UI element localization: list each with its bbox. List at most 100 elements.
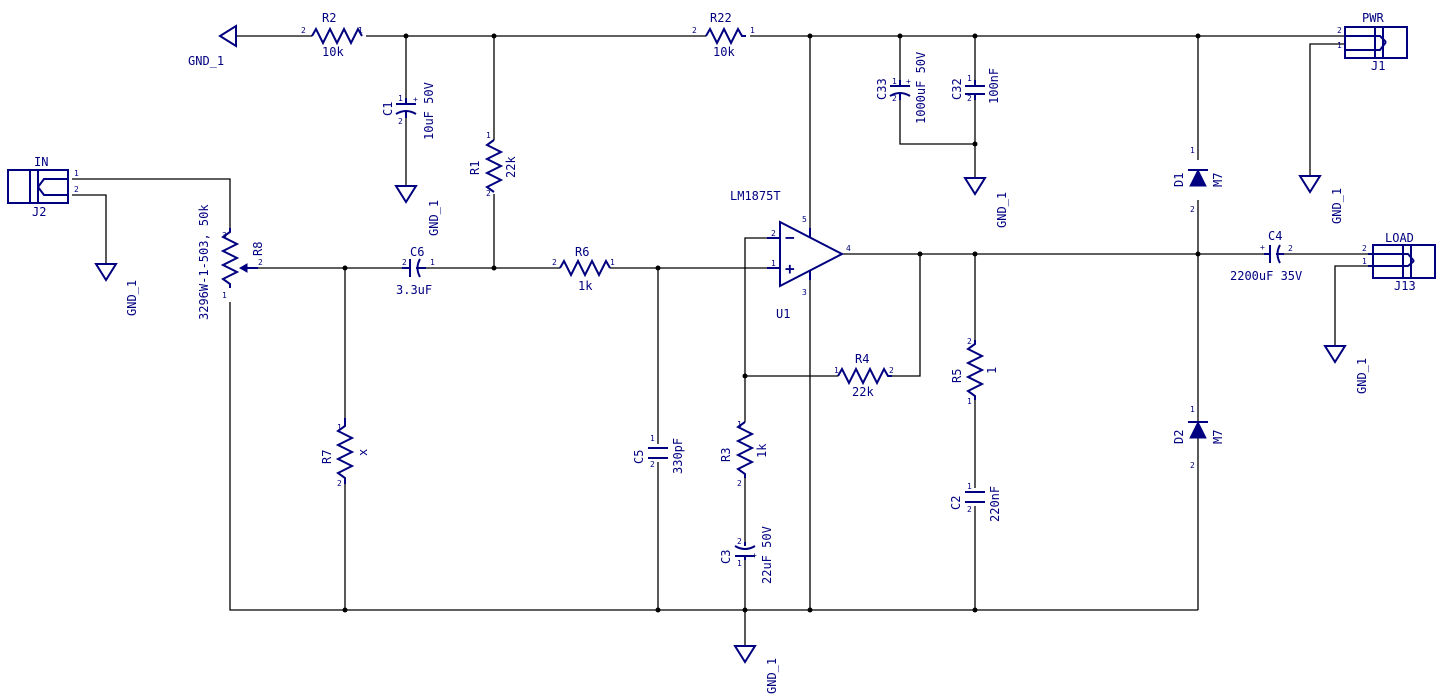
connector-j13: LOAD J13 2 1 [1362, 231, 1436, 293]
ground-symbol: GND_1 [394, 185, 441, 236]
capacitor-ref: C32 [950, 78, 964, 100]
resistor-r6: R6 1k 2 1 [552, 245, 615, 293]
capacitor-ref: C4 [1268, 229, 1282, 243]
resistor-value: 10k [713, 45, 735, 59]
ground-label: GND_1 [995, 192, 1009, 228]
ground-label: GND_1 [1330, 188, 1344, 224]
svg-text:2: 2 [1288, 244, 1293, 253]
svg-text:2: 2 [301, 26, 306, 35]
resistor-r4: R4 22k 1 2 [834, 352, 894, 399]
resistor-value: 1k [578, 279, 593, 293]
resistor-value: 1 [985, 367, 999, 374]
resistor-value: 1k [755, 443, 769, 458]
capacitor-value: 2200uF 35V [1230, 269, 1302, 283]
resistor-r5: R5 1 2 1 [950, 337, 999, 406]
resistor-value: 10k [322, 45, 344, 59]
svg-text:1: 1 [337, 423, 342, 432]
svg-text:1: 1 [398, 94, 403, 103]
capacitor-c32: C32 100nF 1 2 [950, 68, 1001, 104]
connector-ref: J2 [32, 205, 46, 219]
svg-text:1: 1 [358, 26, 363, 35]
resistor-ref: R4 [855, 352, 869, 366]
svg-text:2: 2 [889, 366, 894, 375]
svg-text:1: 1 [750, 26, 755, 35]
opamp-ref: U1 [776, 307, 790, 321]
junction-dots [342, 33, 1201, 613]
svg-text:2: 2 [258, 258, 263, 267]
inverting-symbol: − [785, 228, 795, 247]
capacitor-value: 22uF 50V [760, 526, 774, 584]
capacitor-ref: C1 [381, 102, 395, 116]
resistor-ref: R7 [320, 450, 334, 464]
svg-text:2: 2 [967, 94, 972, 103]
potentiometer-value: 3296W-1-503, 50k [197, 204, 211, 320]
capacitor-value: 1000uF 50V [914, 52, 928, 124]
capacitor-c5: C5 330pF 1 2 [632, 434, 685, 474]
ground-label: GND_1 [427, 200, 441, 236]
svg-text:1: 1 [737, 420, 742, 429]
svg-text:2: 2 [771, 229, 776, 238]
svg-text:1: 1 [1190, 405, 1195, 414]
resistor-ref: R5 [950, 369, 964, 383]
svg-text:2: 2 [486, 189, 491, 198]
svg-text:1: 1 [737, 559, 742, 568]
svg-text:2: 2 [337, 479, 342, 488]
svg-text:1: 1 [967, 397, 972, 406]
capacitor-c3: C3 22uF 50V + 2 1 [719, 526, 774, 584]
ground-label: GND_1 [1355, 358, 1369, 394]
svg-text:1: 1 [1337, 41, 1342, 50]
capacitor-ref: C6 [410, 245, 424, 259]
svg-text:2: 2 [74, 185, 79, 194]
resistor-ref: R3 [719, 448, 733, 462]
opamp-u1: − + LM1875T U1 2 1 4 5 3 [730, 189, 851, 321]
svg-text:1: 1 [430, 258, 435, 267]
diode-d2: D2 M7 1 2 [1172, 405, 1225, 470]
svg-text:1: 1 [834, 366, 839, 375]
svg-text:4: 4 [846, 244, 851, 253]
connector-name: PWR [1362, 11, 1384, 25]
ground-symbol: GND_1 [733, 645, 779, 694]
potentiometer-r8: R8 3296W-1-503, 50k 3 2 1 [197, 204, 265, 320]
ground-symbol: GND_1 [188, 24, 237, 68]
resistor-ref: R6 [575, 245, 589, 259]
svg-text:1: 1 [967, 482, 972, 491]
capacitor-value: 220nF [988, 486, 1002, 522]
svg-text:2: 2 [892, 94, 897, 103]
resistor-ref: R2 [322, 11, 336, 25]
resistor-value: 22k [504, 156, 518, 178]
capacitor-value: 100nF [987, 68, 1001, 104]
capacitor-ref: C5 [632, 450, 646, 464]
svg-text:2: 2 [737, 479, 742, 488]
resistor-ref: R22 [710, 11, 732, 25]
ground-symbol: GND_1 [1298, 175, 1344, 224]
connector-j2: IN J2 1 2 [7, 155, 79, 219]
svg-text:2: 2 [967, 337, 972, 346]
svg-text:+: + [413, 95, 418, 104]
svg-text:+: + [906, 77, 911, 86]
svg-text:2: 2 [737, 537, 742, 546]
svg-text:1: 1 [1362, 257, 1367, 266]
svg-text:1: 1 [967, 74, 972, 83]
connector-name: IN [34, 155, 48, 169]
connector-ref: J1 [1371, 59, 1385, 73]
capacitor-c33: C33 1000uF 50V + 1 2 [875, 52, 928, 124]
svg-text:1: 1 [771, 259, 776, 268]
capacitor-ref: C3 [719, 550, 733, 564]
resistor-value: 22k [852, 385, 874, 399]
ground-label: GND_1 [765, 658, 779, 694]
svg-text:2: 2 [402, 258, 407, 267]
svg-text:2: 2 [1362, 244, 1367, 253]
svg-text:1: 1 [222, 291, 227, 300]
noninverting-symbol: + [785, 259, 795, 278]
svg-text:1: 1 [610, 258, 615, 267]
svg-text:+: + [752, 551, 757, 560]
resistor-r3: R3 1k 1 2 [719, 420, 769, 488]
wires [72, 35, 1368, 646]
ground-label: GND_1 [125, 280, 139, 316]
svg-text:5: 5 [802, 215, 807, 224]
svg-text:2: 2 [692, 26, 697, 35]
svg-text:1: 1 [486, 131, 491, 140]
svg-text:3: 3 [222, 231, 227, 240]
diode-d1: D1 M7 1 2 [1172, 146, 1225, 214]
